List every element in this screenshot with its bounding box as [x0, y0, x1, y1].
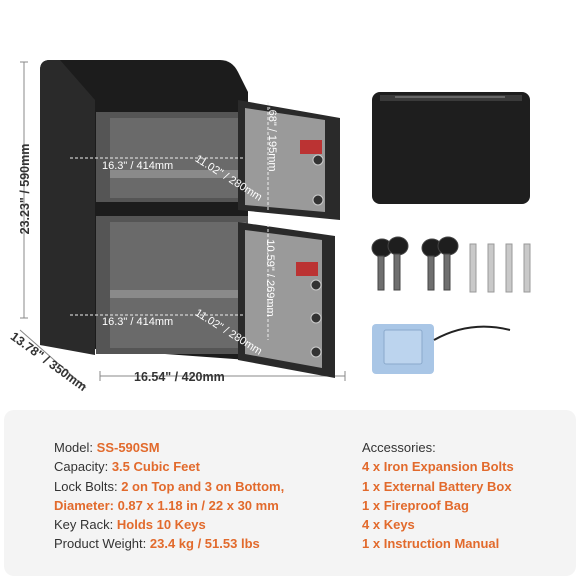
keys-illustration [371, 236, 459, 291]
top-height-label: 7.68" / 195mm [266, 100, 278, 172]
accessories-column: Accessories: 4 x Iron Expansion Bolts 1 … [362, 438, 514, 554]
battery-box-illustration [372, 324, 511, 374]
spec-lock-bolts: Lock Bolts: 2 on Top and 3 on Bottom, [54, 478, 285, 494]
spec-capacity: Capacity: 3.5 Cubic Feet [54, 459, 200, 475]
height-dimension-label: 23.23" / 590mm [18, 143, 32, 235]
fireproof-bag-illustration [372, 92, 530, 204]
accessory-item: 1 x Fireproof Bag [362, 497, 469, 513]
width-dimension-label: 16.54" / 420mm [134, 370, 225, 384]
expansion-bolts-illustration [469, 243, 531, 293]
bottom-height-label: 10.59" / 269mm [264, 239, 276, 317]
top-width-label: 16.3" / 414mm [102, 160, 174, 172]
bottom-width-label: 16.3" / 414mm [102, 316, 174, 328]
accessory-item: 1 x Instruction Manual [362, 536, 500, 552]
accessory-item: 1 x External Battery Box [362, 478, 512, 494]
spec-key-rack: Key Rack: Holds 10 Keys [54, 517, 206, 533]
safe-illustration [19, 60, 531, 389]
accessory-item: 4 x Keys [362, 517, 415, 533]
spec-column: Model: SS-590SM Capacity: 3.5 Cubic Feet… [54, 438, 284, 554]
accessories-title: Accessories: [362, 440, 436, 455]
spec-diameter: Diameter: 0.87 x 1.18 in / 22 x 30 mm [54, 497, 279, 513]
spec-panel: Model: SS-590SM Capacity: 3.5 Cubic Feet… [4, 410, 576, 576]
spec-weight: Product Weight: 23.4 kg / 51.53 lbs [54, 536, 260, 552]
accessory-item: 4 x Iron Expansion Bolts [362, 459, 514, 475]
spec-model: Model: SS-590SM [54, 440, 160, 455]
